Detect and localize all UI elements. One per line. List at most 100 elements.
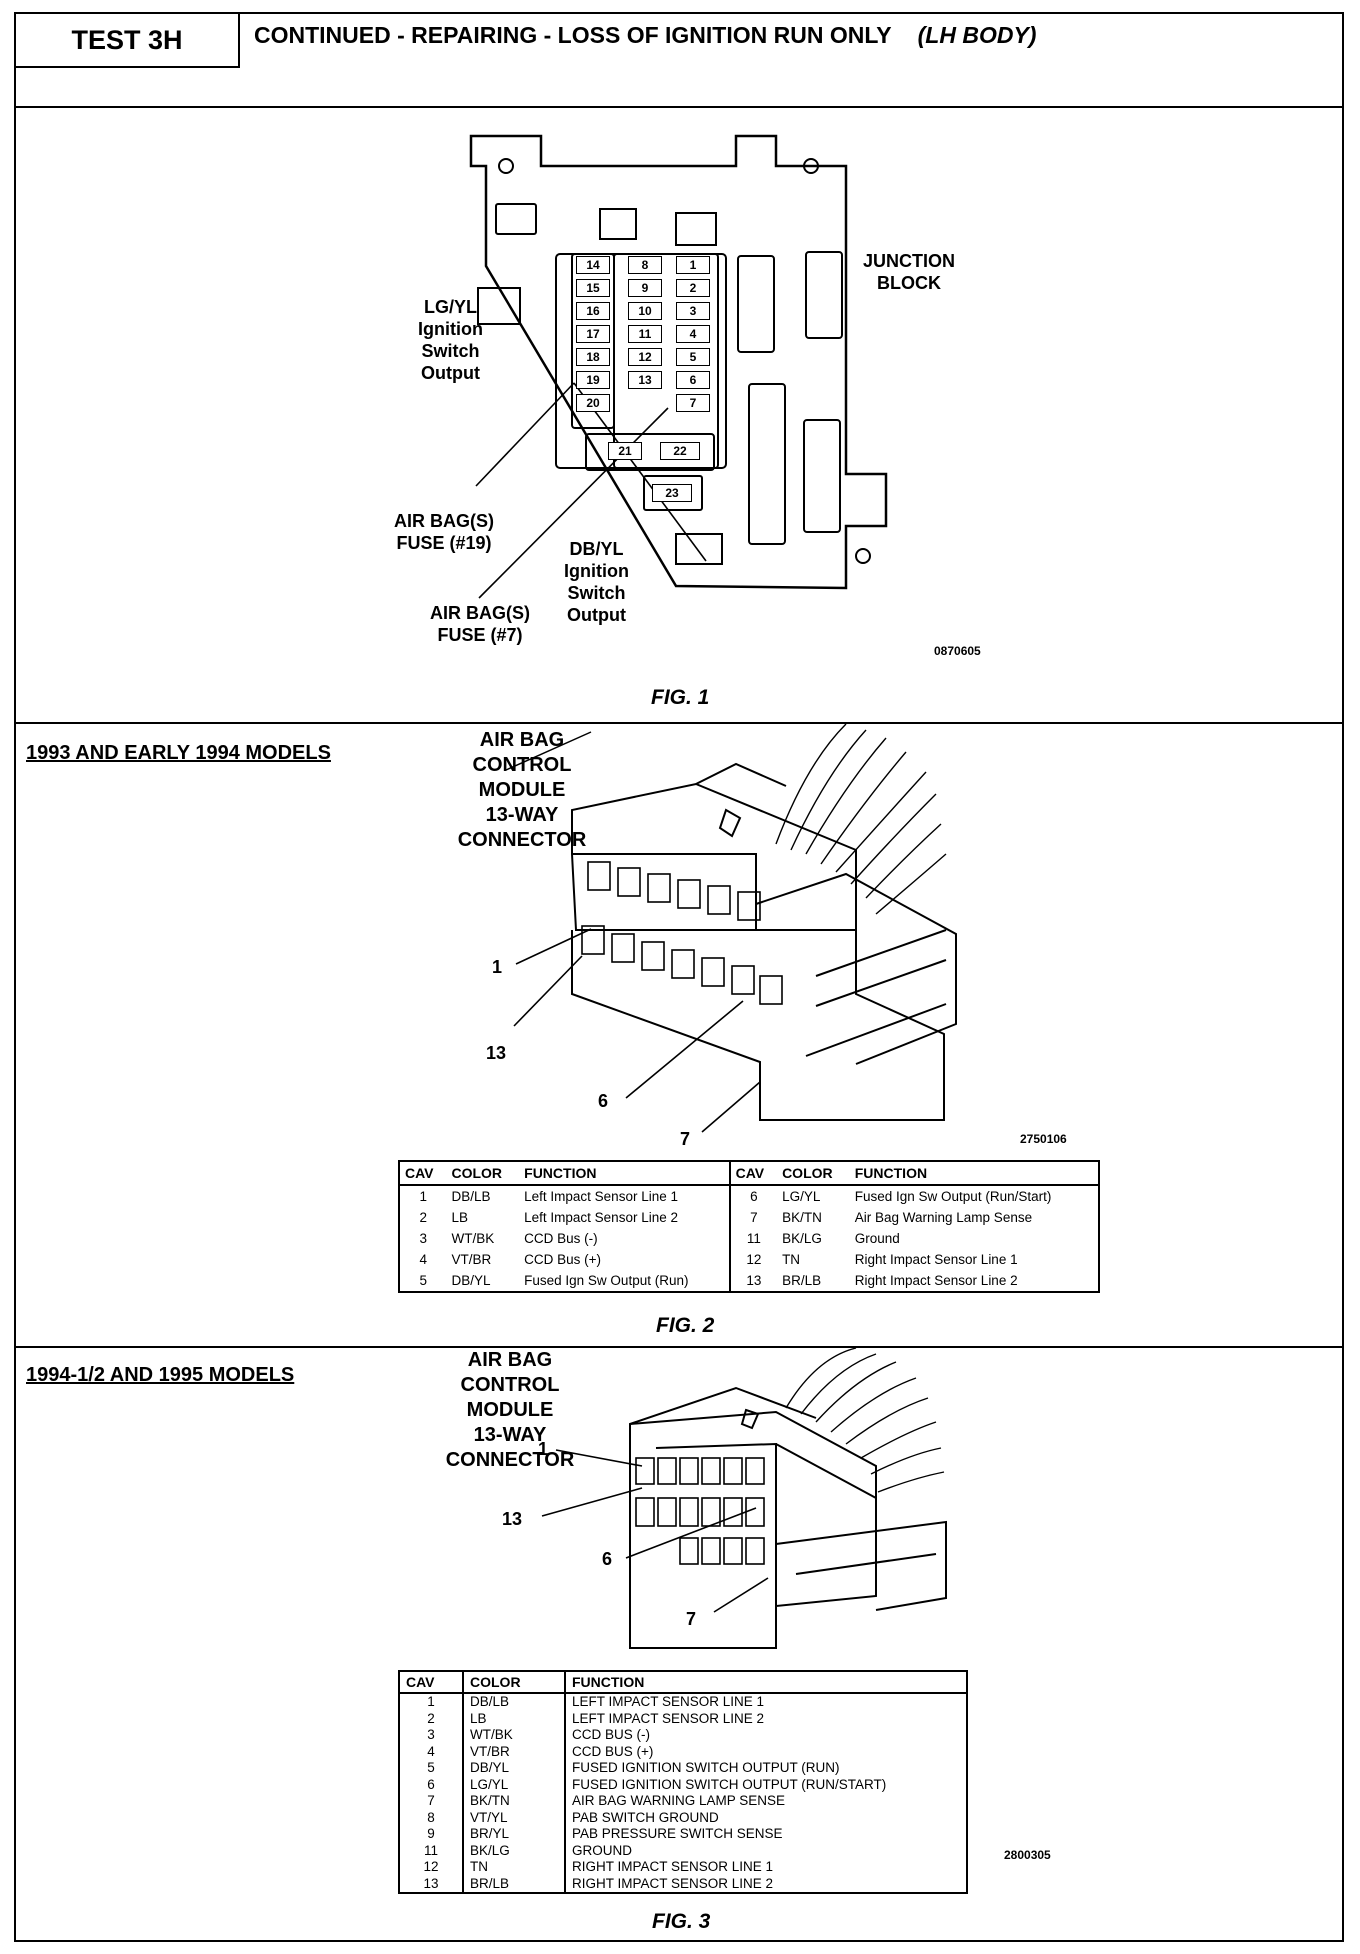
pin-13-label: 13 [486, 1043, 507, 1063]
connector-callouts-new [541, 1449, 769, 1613]
fuse-18: 18 [576, 348, 610, 366]
title-line: AIR BAG CONTROL [460, 1349, 560, 1396]
fig3-section: 1994-1/2 AND 1995 MODELS AIR BAG CONTROL… [16, 1348, 1342, 1942]
cell: DB/LB [451, 1189, 491, 1204]
cell: CCD BUS (+) [565, 1743, 968, 1760]
cell: 12 [399, 1859, 464, 1876]
title-line: AIR BAG CONTROL [472, 729, 572, 776]
page-frame: TEST 3H CONTINUED - REPAIRING - LOSS OF … [14, 12, 1344, 1942]
fuse-23: 23 [652, 484, 692, 502]
cell: 2 [419, 1210, 427, 1225]
fuse-8: 8 [628, 256, 662, 274]
col-cav: CAV [728, 1161, 778, 1186]
label-line: Output [421, 363, 480, 383]
cell: RIGHT IMPACT SENSOR LINE 2 [565, 1875, 968, 1893]
pin-1-label: 1 [492, 957, 503, 977]
cell: CCD Bus (+) [524, 1252, 602, 1267]
cell: BR/LB [782, 1273, 822, 1288]
cell: GROUND [565, 1842, 968, 1859]
cell: PAB PRESSURE SWITCH SENSE [565, 1826, 968, 1843]
fuse-2: 2 [676, 279, 710, 297]
lg-yl-label: LG/YL Ignition Switch Output [418, 296, 483, 384]
db-yl-label: DB/YL Ignition Switch Output [564, 538, 629, 626]
label-line: Switch [567, 583, 626, 603]
label-line: AIR BAG(S) [394, 511, 494, 531]
col-function: FUNCTION [849, 1161, 1099, 1186]
label-line: FUSE (#7) [437, 625, 523, 645]
cell: AIR BAG WARNING LAMP SENSE [565, 1793, 968, 1810]
pin-7-label: 7 [680, 1129, 691, 1149]
cell: WT/BK [463, 1727, 566, 1744]
cell: Left Impact Sensor Line 2 [524, 1210, 678, 1225]
fuse-11: 11 [628, 325, 662, 343]
fuse-12: 12 [628, 348, 662, 366]
fuse-19: 19 [576, 371, 610, 389]
fig2-title: AIR BAG CONTROL MODULE 13-WAY CONNECTOR [432, 728, 612, 853]
cell: LG/YL [782, 1189, 821, 1204]
fig2-code: 2750106 [1020, 1132, 1067, 1146]
cell: 1 [419, 1189, 427, 1204]
col-color: COLOR [446, 1161, 520, 1186]
fuse-10: 10 [628, 302, 662, 320]
cell: RIGHT IMPACT SENSOR LINE 1 [565, 1859, 968, 1876]
fuse-6: 6 [676, 371, 710, 389]
cell: 9 [399, 1826, 464, 1843]
page-title: CONTINUED - REPAIRING - LOSS OF IGNITION… [254, 22, 1036, 49]
fuse-7: 7 [676, 394, 710, 412]
fuse-20: 20 [576, 394, 610, 412]
title-suffix: (LH BODY) [917, 22, 1037, 48]
fuse-22: 22 [660, 442, 700, 460]
cell: 5 [399, 1760, 464, 1777]
label-line: Ignition [418, 319, 483, 339]
cell: 13 [728, 1270, 778, 1292]
fuse19-label: AIR BAG(S) FUSE (#19) [394, 510, 494, 554]
cell: 4 [399, 1743, 464, 1760]
fig1-section: JUNCTION BLOCK LG/YL Ignition Switch Out… [16, 106, 1342, 724]
fuse-21: 21 [608, 442, 642, 460]
label-line: FUSE (#19) [396, 533, 492, 553]
title-line: MODULE [466, 1399, 554, 1421]
cell: BK/TN [463, 1793, 566, 1810]
fig2-label: FIG. 2 [656, 1314, 715, 1337]
fuse-14: 14 [576, 256, 610, 274]
junction-block-label: JUNCTION BLOCK [863, 250, 955, 294]
cell: DB/YL [463, 1760, 566, 1777]
cell: BK/LG [782, 1231, 822, 1246]
fig1-code: 0870605 [934, 644, 981, 658]
test-id: TEST 3H [16, 14, 240, 68]
fig2-section: 1993 AND EARLY 1994 MODELS AIR BAG CONTR… [16, 724, 1342, 1348]
cell: 3 [399, 1727, 464, 1744]
cell: BR/YL [463, 1826, 566, 1843]
junction-label-line: BLOCK [877, 273, 941, 293]
fig1-label: FIG. 1 [651, 686, 710, 709]
cell: FUSED IGNITION SWITCH OUTPUT (RUN) [565, 1760, 968, 1777]
cell: DB/LB [463, 1693, 566, 1711]
cell: 13 [399, 1875, 464, 1893]
fuse-13: 13 [628, 371, 662, 389]
cell: LB [451, 1210, 468, 1225]
cell: 3 [419, 1231, 427, 1246]
pin-7-label: 7 [686, 1609, 697, 1629]
fuse-16: 16 [576, 302, 610, 320]
cell: PAB SWITCH GROUND [565, 1809, 968, 1826]
pin-6-label: 6 [598, 1091, 609, 1111]
cell: Ground [854, 1231, 900, 1246]
header: TEST 3H CONTINUED - REPAIRING - LOSS OF … [16, 14, 1342, 108]
table-header-row: CAV COLOR FUNCTION CAV COLOR FUNCTION [399, 1161, 1099, 1186]
cell: 6 [399, 1776, 464, 1793]
cell: Left Impact Sensor Line 1 [524, 1189, 678, 1204]
fuse7-label: AIR BAG(S) FUSE (#7) [430, 602, 530, 646]
cell: 11 [728, 1228, 778, 1249]
col-function: FUNCTION [519, 1161, 730, 1186]
fuse-3: 3 [676, 302, 710, 320]
title-text: CONTINUED - REPAIRING - LOSS OF IGNITION… [254, 22, 892, 48]
cell: Air Bag Warning Lamp Sense [854, 1210, 1033, 1225]
